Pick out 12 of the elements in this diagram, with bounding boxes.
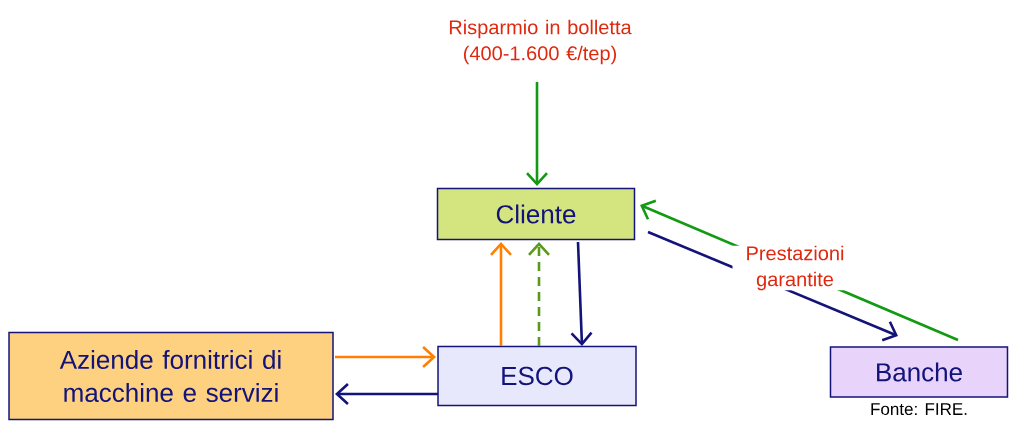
process-box: Cliente bbox=[436, 187, 636, 241]
arrow bbox=[528, 242, 550, 346]
process-box: Aziende fornitrici di macchine e servizi bbox=[8, 331, 334, 421]
process-box: ESCO bbox=[437, 345, 637, 407]
edge-label: Prestazioni garantite bbox=[732, 245, 858, 291]
arrow bbox=[570, 241, 593, 346]
arrow bbox=[526, 82, 548, 186]
arrow bbox=[490, 242, 512, 346]
note-text: Risparmio in bolletta (400-1.600 €/tep) bbox=[449, 19, 632, 65]
arrow bbox=[335, 383, 438, 405]
process-box: Banche bbox=[829, 346, 1009, 398]
arrow bbox=[335, 346, 436, 368]
